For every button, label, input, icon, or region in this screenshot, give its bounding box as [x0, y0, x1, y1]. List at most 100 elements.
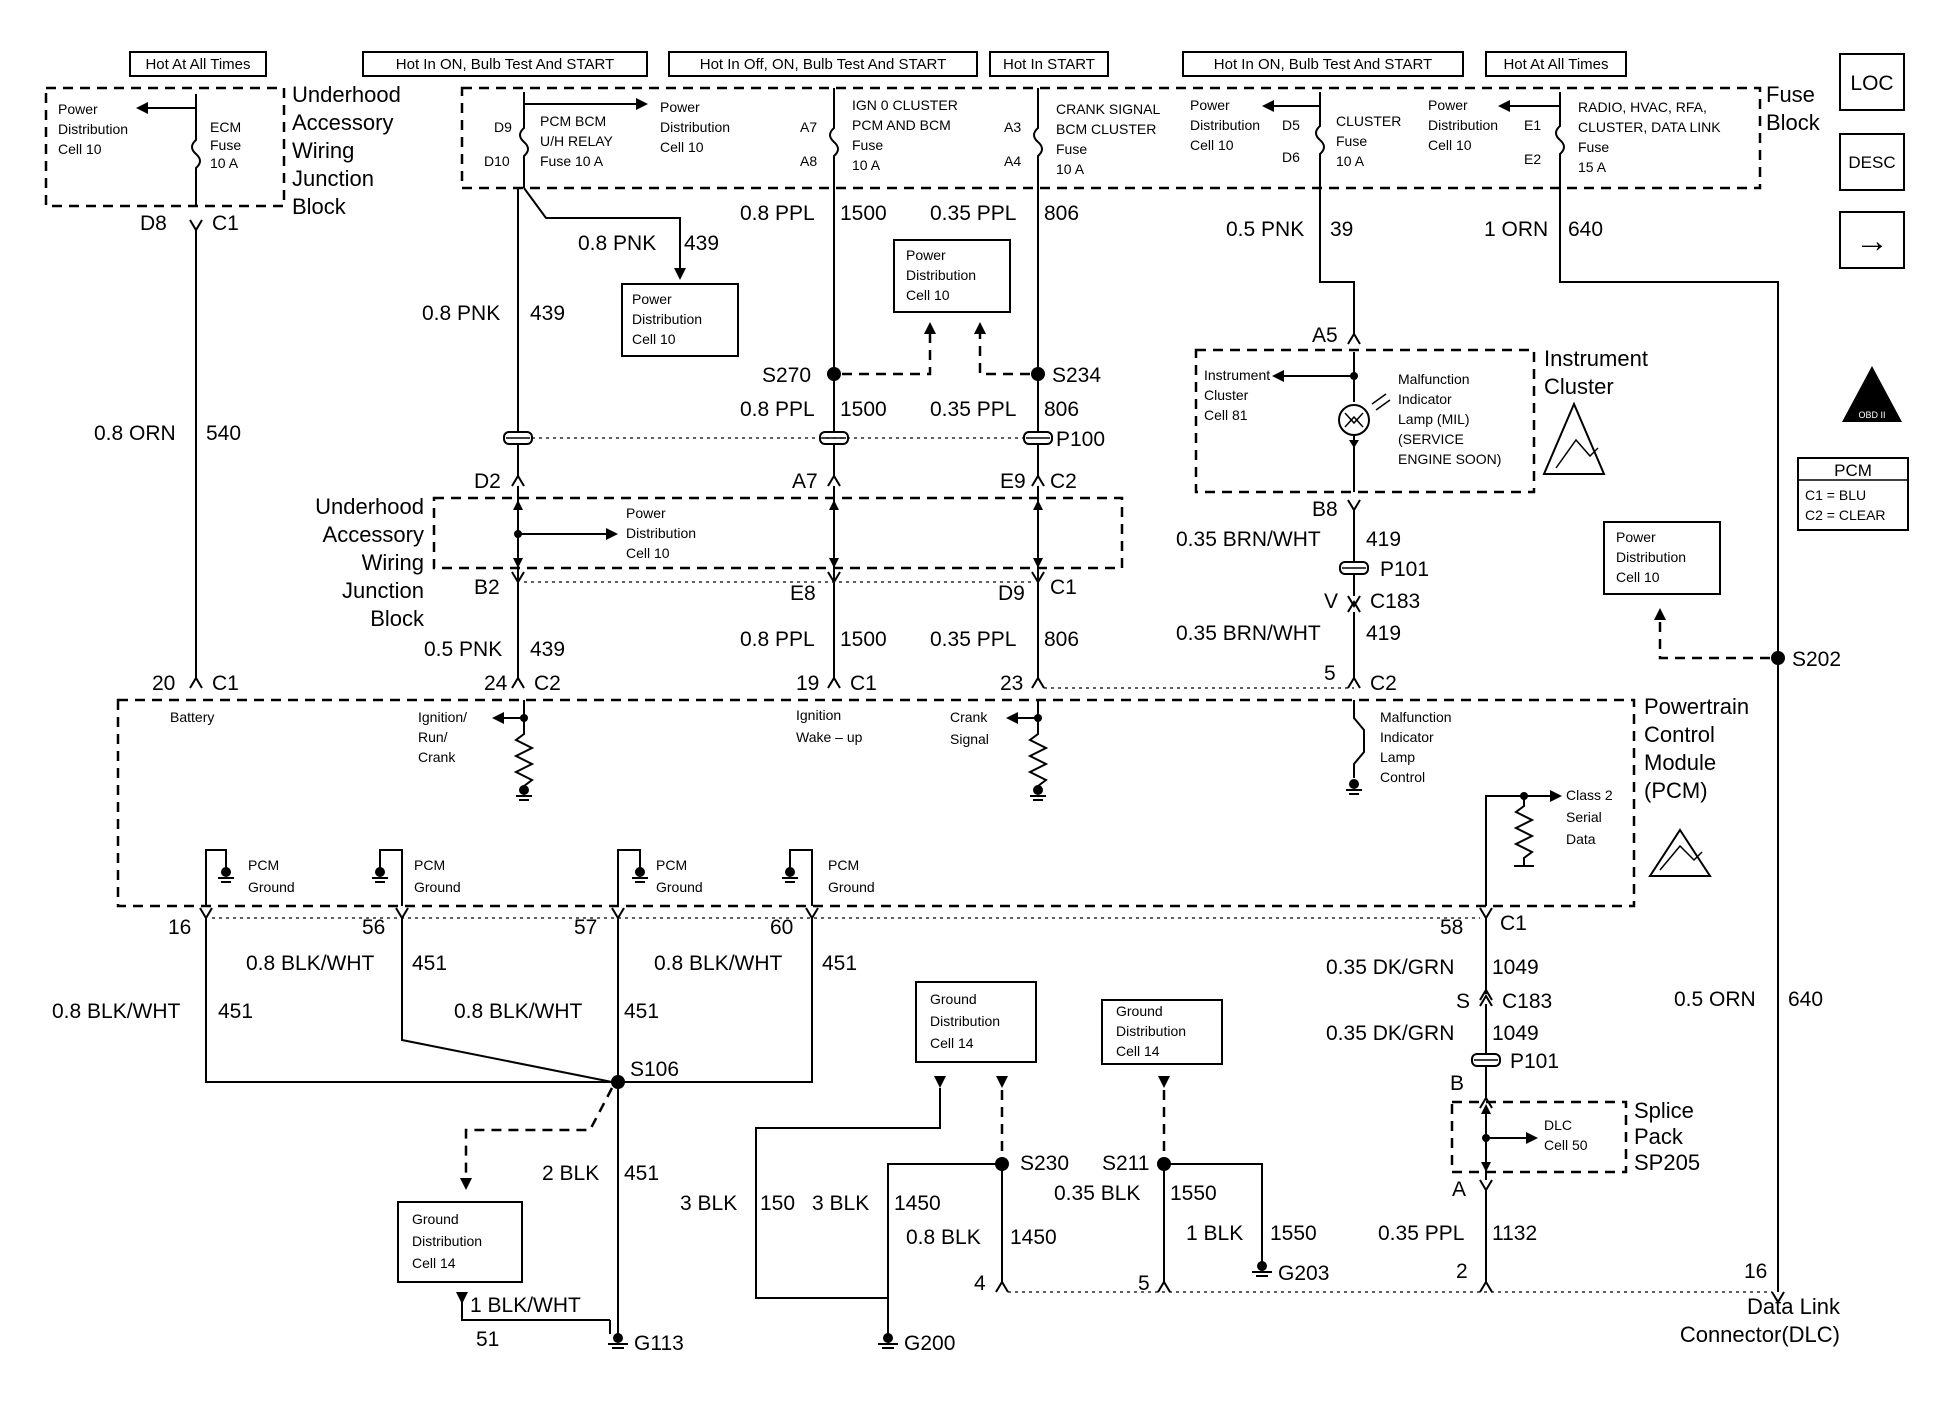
svg-text:0.35 DK/GRN: 0.35 DK/GRN	[1326, 956, 1454, 979]
wire-1132: A 0.35 PPL 1132 2	[1378, 1178, 1537, 1293]
svg-text:1450: 1450	[894, 1192, 941, 1215]
svg-text:2 BLK: 2 BLK	[542, 1162, 599, 1185]
fuse-block-frame	[460, 86, 1762, 190]
svg-text:Wiring: Wiring	[362, 550, 424, 575]
pcm-mil-control: Malfunction Indicator Lamp Control	[1346, 700, 1452, 795]
svg-text:Cell 81: Cell 81	[1204, 407, 1248, 423]
svg-text:Cell 14: Cell 14	[930, 1035, 974, 1051]
svg-text:Ground: Ground	[414, 879, 461, 895]
svg-text:Distribution: Distribution	[626, 525, 696, 541]
pcm-ignition-run-crank: Ignition/ Run/ Crank	[418, 700, 535, 801]
svg-text:A4: A4	[1004, 153, 1021, 169]
svg-text:439: 439	[530, 638, 565, 661]
svg-text:PCM AND BCM: PCM AND BCM	[852, 117, 951, 133]
svg-text:PCM: PCM	[248, 857, 279, 873]
ground-g200: G200	[878, 1332, 955, 1355]
ground-distribution-box-3: Ground Distribution Cell 14	[1101, 999, 1223, 1065]
svg-text:Underhood: Underhood	[292, 82, 401, 107]
svg-text:451: 451	[624, 1162, 659, 1185]
header-hot-on-bulb-1: Hot In ON, Bulb Test And START	[396, 56, 614, 73]
wire-1550: S211 0.35 BLK 1550 5 1 BLK 1550	[1054, 1076, 1317, 1295]
svg-text:419: 419	[1366, 528, 1401, 551]
svg-text:Crank: Crank	[418, 749, 456, 765]
svg-text:Ground: Ground	[412, 1211, 459, 1227]
instrument-cluster-label: Instrument Cluster	[1544, 346, 1648, 399]
svg-text:24: 24	[484, 672, 508, 695]
svg-text:Cell 10: Cell 10	[1428, 137, 1472, 153]
svg-text:Underhood: Underhood	[315, 494, 424, 519]
svg-text:19: 19	[796, 672, 819, 695]
svg-text:RADIO, HVAC, RFA,: RADIO, HVAC, RFA,	[1578, 99, 1707, 115]
header-hot-all-times-1: Hot At All Times	[145, 56, 250, 73]
svg-text:D2: D2	[474, 470, 501, 493]
pcm-connector-legend: PCM C1 = BLU C2 = CLEAR	[1797, 457, 1909, 531]
svg-text:Power: Power	[1616, 529, 1656, 545]
svg-text:Distribution: Distribution	[1190, 117, 1260, 133]
svg-text:Signal: Signal	[950, 731, 989, 747]
arrow-right-icon: →	[1855, 222, 1889, 260]
svg-text:D8: D8	[140, 212, 167, 235]
svg-text:C2 = CLEAR: C2 = CLEAR	[1805, 507, 1886, 523]
wire-150: 3 BLK 150	[680, 1076, 946, 1334]
header-hot-off-on: Hot In Off, ON, Bulb Test And START	[700, 56, 947, 73]
svg-text:0.35 PPL: 0.35 PPL	[930, 398, 1016, 421]
svg-text:C1: C1	[850, 672, 877, 695]
svg-text:Ground: Ground	[828, 879, 875, 895]
svg-text:Accessory: Accessory	[323, 522, 424, 547]
svg-text:51: 51	[476, 1328, 499, 1351]
svg-text:Block: Block	[1766, 110, 1821, 135]
svg-text:Distribution: Distribution	[1428, 117, 1498, 133]
svg-text:0.8 BLK/WHT: 0.8 BLK/WHT	[454, 1000, 583, 1023]
svg-text:Power: Power	[626, 505, 666, 521]
svg-text:451: 451	[822, 952, 857, 975]
svg-text:D10: D10	[484, 153, 510, 169]
svg-text:D9: D9	[494, 119, 512, 135]
svg-text:451: 451	[412, 952, 447, 975]
svg-text:Power: Power	[1428, 97, 1468, 113]
svg-text:1 BLK: 1 BLK	[1186, 1222, 1243, 1245]
pcm-bcm-fuse: D9 D10 PCM BCM U/H RELAY Fuse 10 A Power…	[484, 92, 730, 188]
svg-text:S230: S230	[1020, 1152, 1069, 1175]
svg-text:Cell 14: Cell 14	[412, 1255, 456, 1271]
svg-text:0.8 PNK: 0.8 PNK	[578, 232, 656, 255]
svg-text:BCM CLUSTER: BCM CLUSTER	[1056, 121, 1156, 137]
next-arrow-button[interactable]: →	[1839, 211, 1905, 269]
svg-text:806: 806	[1044, 628, 1079, 651]
svg-text:P101: P101	[1510, 1050, 1559, 1073]
svg-text:Ignition: Ignition	[796, 707, 841, 723]
svg-text:0.8 PNK: 0.8 PNK	[422, 302, 500, 325]
svg-text:Fuse: Fuse	[1336, 133, 1367, 149]
svg-text:CRANK SIGNAL: CRANK SIGNAL	[1056, 101, 1160, 117]
svg-text:1 BLK/WHT: 1 BLK/WHT	[470, 1294, 581, 1317]
svg-text:57: 57	[574, 916, 597, 939]
svg-text:C2: C2	[1370, 672, 1397, 695]
svg-text:G113: G113	[634, 1332, 684, 1355]
svg-text:Distribution: Distribution	[1116, 1023, 1186, 1039]
ground-distribution-box-1: Ground Distribution Cell 14	[397, 1201, 523, 1283]
wire-51: 1 BLK/WHT 51	[456, 1292, 610, 1351]
radio-hvac-fuse: Power Distribution Cell 10 E1 E2 RADIO, …	[1428, 92, 1721, 188]
svg-text:U/H RELAY: U/H RELAY	[540, 133, 614, 149]
wire-540: D8 C1 0.8 ORN 540 20 C1 Battery	[94, 212, 241, 725]
svg-text:Junction: Junction	[292, 166, 374, 191]
fuse-block-label: Fuse Block	[1766, 82, 1821, 135]
svg-text:1 ORN: 1 ORN	[1484, 218, 1548, 241]
loc-button[interactable]: LOC	[1839, 53, 1905, 111]
svg-text:C1: C1	[212, 212, 239, 235]
desc-button[interactable]: DESC	[1839, 133, 1905, 191]
svg-text:Cell 10: Cell 10	[632, 331, 676, 347]
svg-text:1450: 1450	[1010, 1226, 1057, 1249]
cluster-fuse: Power Distribution Cell 10 D5 D6 CLUSTER…	[1190, 92, 1401, 188]
svg-text:IGN 0 CLUSTER: IGN 0 CLUSTER	[852, 97, 958, 113]
svg-text:(SERVICE: (SERVICE	[1398, 431, 1464, 447]
obd-ii-badge: OBD II	[1842, 366, 1902, 422]
svg-text:Lamp (MIL): Lamp (MIL)	[1398, 411, 1470, 427]
svg-text:DESC: DESC	[1848, 153, 1895, 172]
svg-text:16: 16	[168, 916, 191, 939]
svg-text:ENGINE SOON): ENGINE SOON)	[1398, 451, 1501, 467]
svg-text:0.8 PPL: 0.8 PPL	[740, 202, 815, 225]
svg-text:G200: G200	[904, 1332, 955, 1355]
svg-text:E2: E2	[1524, 151, 1541, 167]
svg-text:419: 419	[1366, 622, 1401, 645]
